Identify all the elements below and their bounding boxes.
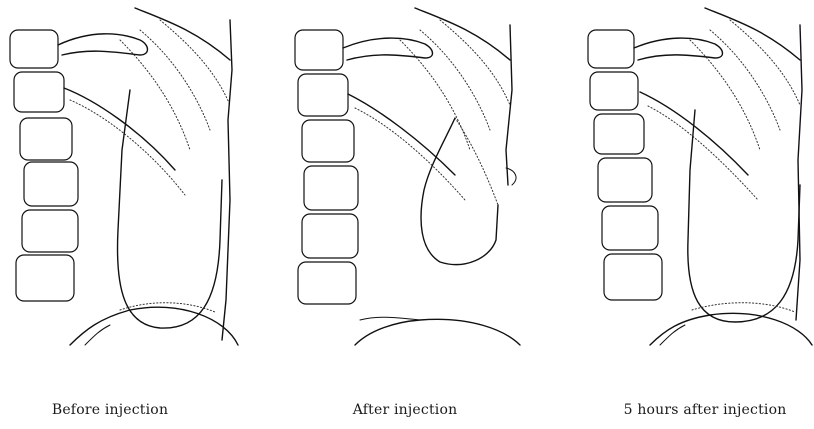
vertebra <box>302 120 354 162</box>
caption-5-hours-after-injection: 5 hours after injection <box>624 402 787 418</box>
vertebra <box>298 74 348 116</box>
spine <box>588 30 662 300</box>
vertebra <box>590 72 638 110</box>
spine <box>295 30 358 304</box>
abdominal-contour <box>650 313 812 345</box>
ribs <box>58 8 232 340</box>
panel-after-injection <box>295 8 520 345</box>
stomach-outline <box>421 118 498 265</box>
vertebra <box>602 206 658 250</box>
vertebra <box>20 118 72 160</box>
stomach-outline <box>688 110 800 322</box>
panel-5-hours-after-injection <box>588 8 812 345</box>
vertebra <box>302 214 358 258</box>
vertebra <box>22 210 78 252</box>
spine <box>10 30 78 301</box>
vertebra <box>604 254 662 300</box>
vertebra <box>598 158 652 202</box>
vertebra <box>298 262 356 304</box>
abdominal-contour <box>355 319 520 345</box>
vertebra <box>588 30 634 68</box>
caption-after-injection: After injection <box>353 402 458 418</box>
vertebra <box>295 30 343 70</box>
vertebra <box>594 114 644 154</box>
vertebra <box>16 255 74 301</box>
stomach-outline <box>117 90 222 328</box>
vertebra <box>24 162 78 206</box>
vertebra <box>304 166 358 210</box>
vertebra <box>10 30 58 68</box>
vertebra <box>14 72 64 112</box>
caption-before-injection: Before injection <box>52 402 168 418</box>
abdominal-contour <box>70 307 238 345</box>
panel-before-injection <box>10 8 238 345</box>
